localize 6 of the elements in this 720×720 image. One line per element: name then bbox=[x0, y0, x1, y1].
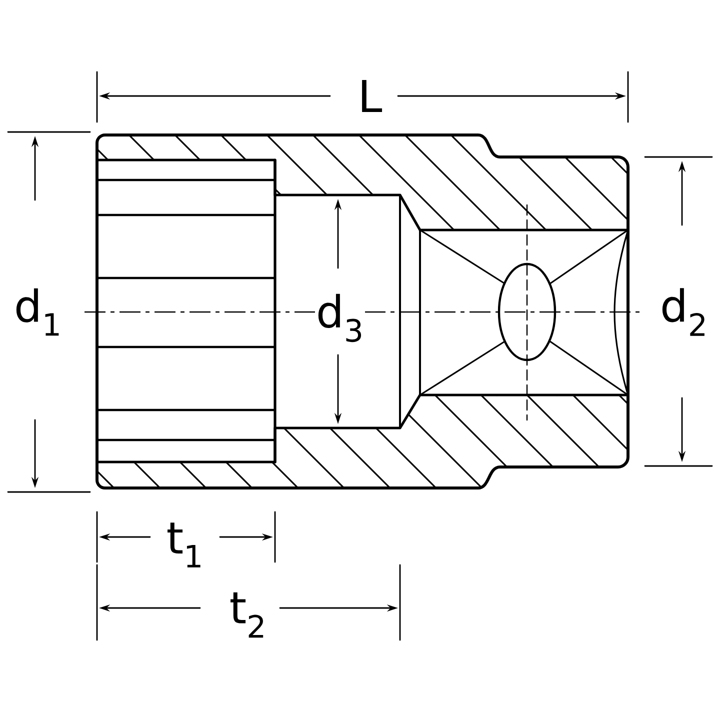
dimension-label: d$_{1}$ bbox=[12, 287, 64, 337]
dimension-label: t$_{1}$ bbox=[165, 522, 205, 568]
dimension-label: t$_{2}$ bbox=[228, 591, 268, 639]
dimension-label: L bbox=[356, 78, 384, 114]
dimension-label: d$_{2}$ bbox=[659, 287, 710, 337]
dimension-label: d$_{3}$ bbox=[315, 292, 366, 344]
